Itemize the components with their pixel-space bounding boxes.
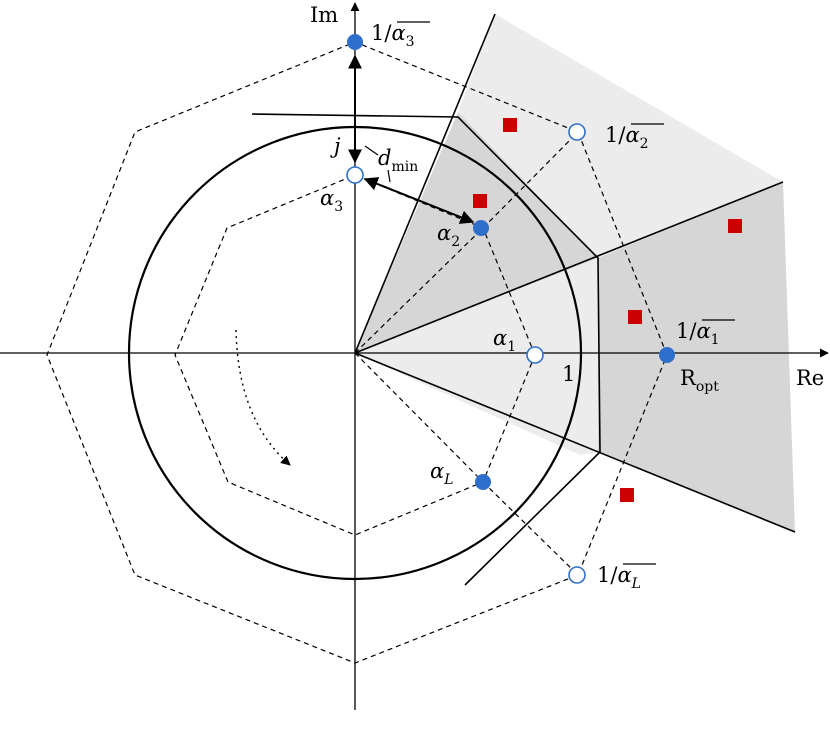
red-square — [728, 219, 742, 233]
red-square — [473, 194, 487, 208]
inv1-label: 1/α1 — [676, 319, 735, 348]
inv3-label: 1/α3 — [371, 21, 430, 50]
alpha2-label: α2 — [437, 221, 460, 250]
d-min-tick — [387, 169, 391, 183]
j-label: j — [330, 134, 341, 158]
real-axis-label: Re — [796, 366, 824, 390]
outer-light-region — [458, 14, 783, 258]
inv2-label: 1/α2 — [605, 123, 664, 152]
unit-label: 1 — [562, 362, 575, 386]
point-alphaL — [475, 474, 491, 490]
point-alpha1 — [526, 346, 544, 364]
inner-light-region — [355, 258, 598, 455]
point-inv2 — [568, 123, 586, 141]
r-opt-label: Ropt — [680, 366, 719, 395]
alphaL-label: αL — [430, 459, 453, 488]
decision-boundaries — [251, 13, 796, 586]
svg-text:1/α1: 1/α1 — [676, 319, 720, 348]
point-inv1 — [659, 347, 675, 363]
red-square — [503, 118, 517, 132]
red-squares — [473, 118, 742, 502]
alpha1-label: α1 — [493, 326, 516, 355]
point-invL — [568, 566, 586, 584]
rotation-arrow — [235, 329, 291, 466]
r-opt-region — [598, 182, 795, 532]
point-inv3 — [347, 34, 363, 50]
d-min-leader — [364, 145, 379, 156]
svg-text:1/αL: 1/αL — [597, 563, 641, 592]
svg-text:1/α2: 1/α2 — [605, 123, 649, 152]
d-min-arrow — [363, 177, 475, 224]
point-alpha3 — [346, 166, 364, 184]
imag-axis-label: Im — [310, 3, 338, 27]
alpha3-label: α3 — [320, 186, 343, 215]
constellation-points — [346, 34, 675, 584]
red-square — [620, 488, 634, 502]
invL-label: 1/αL — [597, 563, 656, 592]
svg-text:1/α3: 1/α3 — [371, 21, 415, 50]
d-min-label: dmin — [378, 146, 418, 175]
red-square — [628, 310, 642, 324]
outer-octagon — [46, 41, 668, 664]
point-alpha2 — [473, 220, 489, 236]
